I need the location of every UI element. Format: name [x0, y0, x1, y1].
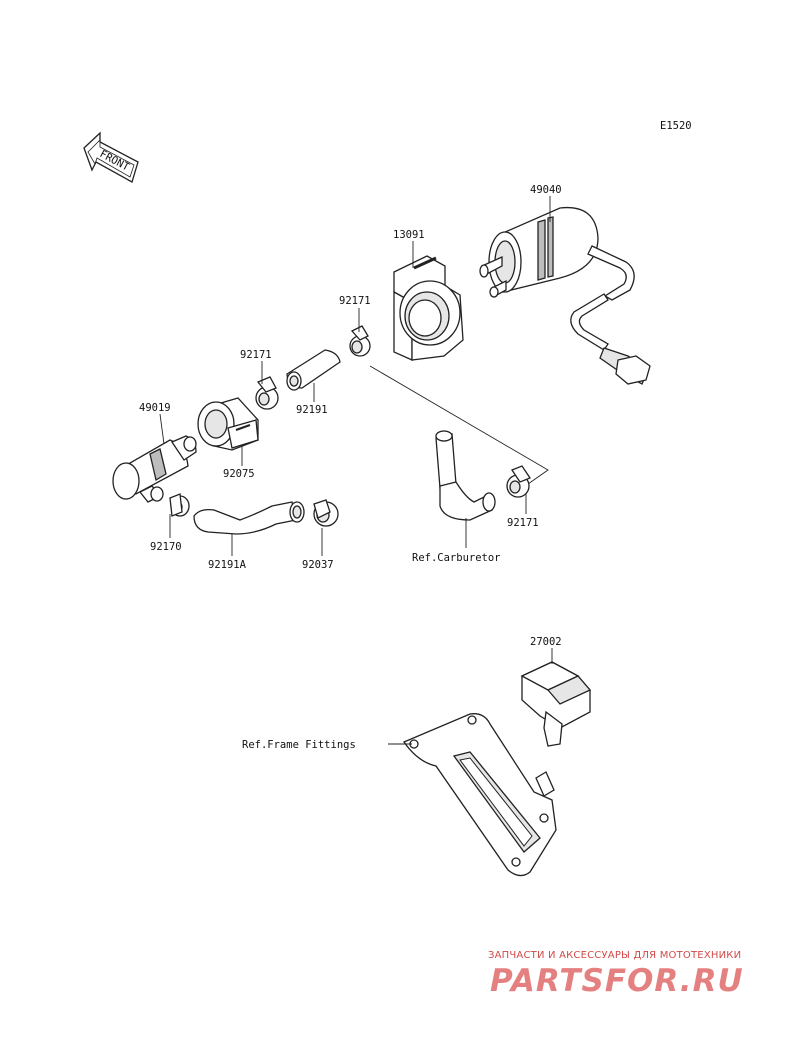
diagram-code: E1520: [660, 120, 692, 132]
watermark-tagline: ЗАПЧАСТИ И АКСЕССУАРЫ ДЛЯ МОТОТЕХНИКИ: [488, 950, 742, 961]
part-label-92171-upper: 92171: [339, 295, 371, 307]
part-label-27002: 27002: [530, 636, 562, 648]
clamp-92037: [313, 499, 339, 527]
part-label-92191A: 92191A: [208, 559, 247, 571]
part-label-92171-middle: 92171: [240, 349, 272, 361]
clamp-92171-upper: [349, 325, 371, 357]
watermark-logo: PARTSFOR.RU: [490, 963, 744, 999]
part-label-49019: 49019: [139, 402, 171, 414]
front-arrow-icon: FRONT: [83, 131, 139, 183]
clip-92170: [169, 493, 190, 517]
ref-frame-fittings: Ref.Frame Fittings: [242, 739, 356, 751]
bracket-13091: [393, 255, 464, 362]
part-label-49040: 49040: [530, 184, 562, 196]
part-label-92171-right: 92171: [507, 517, 539, 529]
holder-92075: [197, 397, 259, 451]
clamp-92171-middle: [255, 376, 279, 410]
fuel-pump-49040: [479, 206, 651, 385]
relay-27002: [520, 661, 592, 747]
part-label-92037: 92037: [302, 559, 334, 571]
ref-carburetor: Ref.Carburetor: [412, 552, 501, 564]
fuel-filter-49019: [112, 435, 197, 503]
part-label-92075: 92075: [223, 468, 255, 480]
carburetor-hose: [435, 430, 496, 521]
hose-92191A: [193, 501, 305, 535]
hose-92191: [286, 349, 341, 391]
part-label-13091: 13091: [393, 229, 425, 241]
frame-bracket: [403, 713, 557, 877]
clamp-92171-right: [506, 465, 531, 498]
part-label-92191: 92191: [296, 404, 328, 416]
part-label-92170: 92170: [150, 541, 182, 553]
